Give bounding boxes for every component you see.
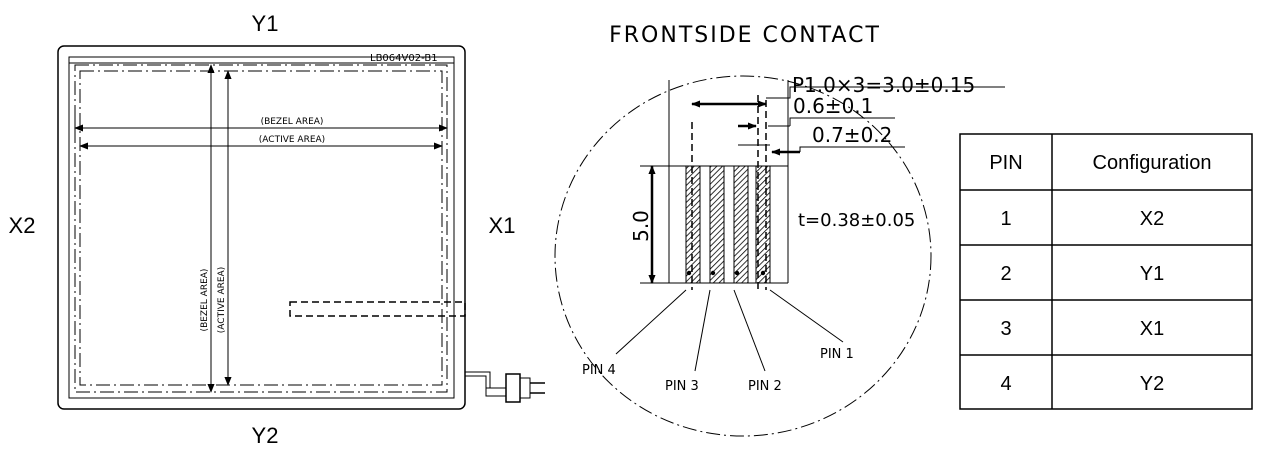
active-area-boundary — [79, 70, 443, 386]
pin-label-2: PIN 2 — [748, 379, 782, 394]
bezel-area-dimension-vertical: (BEZEL AREA) — [200, 64, 215, 393]
svg-text:(BEZEL AREA): (BEZEL AREA) — [200, 269, 210, 332]
fpc-tail-outline — [289, 301, 466, 317]
table-cell-config: X1 — [1140, 318, 1164, 340]
table-header-pin: PIN — [989, 152, 1022, 174]
bezel-area-boundary — [74, 64, 448, 393]
pin-table: PIN Configuration 1 X2 2 Y1 3 X1 4 Y2 — [959, 133, 1253, 410]
gap-dimension: 0.7±0.2 — [738, 123, 905, 156]
active-area-dimension-vertical: (ACTIVE AREA) — [217, 70, 232, 386]
label-y1: Y1 — [252, 11, 279, 36]
pin-dots — [686, 270, 766, 276]
svg-text:0.7±0.2: 0.7±0.2 — [812, 123, 892, 147]
label-x2: X2 — [9, 213, 36, 238]
pin-label-3: PIN 3 — [665, 379, 699, 394]
bezel-area-dimension-horizontal: (BEZEL AREA) — [74, 117, 448, 138]
contact-finger-pin-3 — [709, 165, 725, 284]
svg-text:(BEZEL AREA): (BEZEL AREA) — [261, 117, 324, 127]
table-cell-config: Y1 — [1140, 263, 1164, 285]
contact-finger-pin-1 — [755, 165, 771, 284]
svg-text:(ACTIVE AREA): (ACTIVE AREA) — [259, 135, 325, 145]
svg-text:0.6±0.1: 0.6±0.1 — [793, 94, 873, 118]
label-x1: X1 — [489, 213, 516, 238]
contact-finger-pin-4 — [685, 165, 701, 284]
table-header-configuration: Configuration — [1093, 152, 1212, 174]
active-area-dimension-horizontal: (ACTIVE AREA) — [79, 135, 443, 150]
pitch-dimension: P1.0×3=3.0±0.15 — [691, 73, 1005, 108]
length-dimension: 5.0 — [629, 165, 686, 284]
panel-outline — [57, 45, 466, 410]
contact-title: FRONTSIDE CONTACT — [609, 23, 881, 48]
table-cell-config: X2 — [1140, 208, 1164, 230]
table-cell-pin: 2 — [1000, 263, 1011, 285]
table-cell-pin: 3 — [1000, 318, 1011, 340]
table-cell-pin: 4 — [1000, 373, 1011, 395]
detail-circle — [554, 75, 932, 437]
thickness-label: t=0.38±0.05 — [798, 210, 915, 231]
connector-icon — [465, 371, 545, 403]
svg-text:(ACTIVE AREA): (ACTIVE AREA) — [217, 267, 227, 333]
contact-finger-pin-2 — [733, 165, 749, 284]
pin-label-1: PIN 1 — [820, 347, 854, 362]
contact-extension-lines — [691, 95, 767, 290]
label-y2: Y2 — [252, 423, 279, 448]
svg-text:P1.0×3=3.0±0.15: P1.0×3=3.0±0.15 — [792, 73, 975, 97]
width-dimension: 0.6±0.1 — [738, 94, 895, 130]
pin-label-4: PIN 4 — [582, 363, 616, 378]
table-cell-config: Y2 — [1140, 373, 1164, 395]
pin-leaders — [615, 289, 844, 372]
svg-text:5.0: 5.0 — [629, 210, 653, 242]
table-cell-pin: 1 — [1000, 208, 1011, 230]
model-label: LB064V02-B1 — [370, 53, 438, 64]
